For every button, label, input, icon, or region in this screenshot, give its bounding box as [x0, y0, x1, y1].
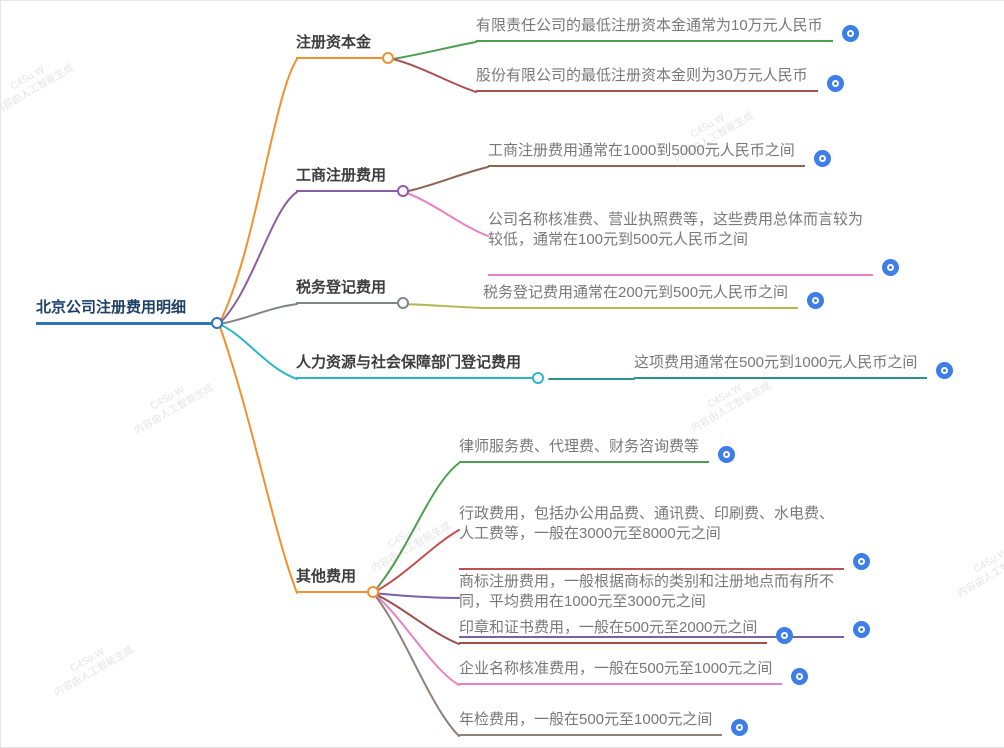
edge-root-topic1 [218, 58, 298, 325]
leaf-text: 印章和证书费用，一般在500元至2000元之间 [459, 619, 758, 636]
ring-icon [858, 558, 866, 565]
leaf-llc-min-capital[interactable]: 有限责任公司的最低注册资本金通常为10万元人民币 [476, 16, 859, 42]
ring-icon [781, 632, 789, 639]
topic-registered-capital[interactable]: 注册资本金 [296, 33, 395, 64]
detail-button[interactable] [718, 446, 736, 463]
topic-label: 注册资本金 [296, 34, 372, 51]
edge-root-topic5 [218, 323, 298, 594]
detail-button[interactable] [826, 75, 844, 92]
leaf-business-reg-range[interactable]: 工商注册费用通常在1000到5000元人民币之间 [488, 141, 831, 167]
detail-button[interactable] [841, 25, 859, 42]
ring-icon [796, 673, 804, 680]
edge-topic5-leaf5 [372, 592, 460, 686]
leaf-jsc-min-capital[interactable]: 股份有限公司的最低注册资本金则为30万元人民币 [476, 66, 844, 92]
edge-root-topic4 [218, 323, 298, 380]
edge-topic2-leaf2 [403, 191, 489, 237]
leaf-seal-cert-fees[interactable]: 印章和证书费用，一般在500元至2000元之间 [459, 618, 794, 644]
edge-topic5-leaf3 [372, 592, 460, 599]
leaf-text: 税务登记费用通常在200元到500元人民币之间 [483, 284, 789, 301]
topic-other-fees[interactable]: 其他费用 [296, 567, 380, 598]
ring-icon [941, 367, 949, 374]
edge-topic5-leaf1 [372, 462, 460, 594]
leaf-text: 这项费用通常在500元到1000元人民币之间 [634, 354, 918, 371]
node-handle[interactable] [211, 317, 224, 329]
edge-root-topic3 [218, 303, 298, 325]
leaf-text: 企业名称核准费用，一般在500元至1000元之间 [459, 660, 773, 677]
node-handle[interactable] [397, 185, 410, 197]
node-handle[interactable] [397, 297, 410, 309]
edge-topic5-leaf6 [372, 592, 460, 737]
edge-topic1-leaf1 [392, 41, 477, 60]
leaf-tax-reg-range[interactable]: 税务登记费用通常在200元到500元人民币之间 [483, 283, 825, 309]
leaf-text: 商标注册费用，一般根据商标的类别和注册地点而有所不 同，平均费用在1000元至3… [459, 573, 835, 610]
detail-button[interactable] [882, 259, 900, 276]
node-handle[interactable] [382, 52, 395, 64]
topic-label: 税务登记费用 [296, 279, 387, 296]
root-node[interactable]: 北京公司注册费用明细 [36, 298, 224, 329]
edge-topic1-leaf2 [392, 58, 477, 93]
ring-icon [831, 80, 839, 87]
topic-hr-social-security-fee[interactable]: 人力资源与社会保障部门登记费用 [296, 353, 545, 384]
detail-button[interactable] [807, 292, 825, 309]
ring-icon [736, 724, 744, 731]
leaf-admin-fees[interactable]: 行政费用，包括办公用品费、通讯费、印刷费、水电费、 人工费等，一般在3000元至… [459, 484, 871, 570]
leaf-text: 工商注册费用通常在1000到5000元人民币之间 [488, 142, 795, 159]
detail-button[interactable] [731, 719, 749, 736]
edge-topic5-leaf4 [372, 592, 460, 645]
node-handle[interactable] [532, 372, 545, 384]
leaf-text: 有限责任公司的最低注册资本金通常为10万元人民币 [476, 17, 823, 34]
topic-label: 人力资源与社会保障部门登记费用 [296, 354, 522, 371]
root-label: 北京公司注册费用明细 [36, 299, 187, 316]
leaf-annual-inspection-fee[interactable]: 年检费用，一般在500元至1000元之间 [459, 710, 749, 736]
detail-button[interactable] [813, 150, 831, 167]
topic-business-registration-fee[interactable]: 工商注册费用 [296, 166, 410, 197]
edge-topic3-leaf1 [403, 303, 484, 309]
ring-icon [887, 264, 895, 271]
topic-label: 其他费用 [296, 568, 357, 585]
ring-icon [846, 30, 854, 37]
ring-icon [818, 155, 826, 162]
ring-icon [723, 451, 731, 458]
leaf-name-approval-fee[interactable]: 企业名称核准费用，一般在500元至1000元之间 [459, 659, 809, 685]
edge-root-topic2 [218, 191, 298, 325]
node-handle[interactable] [367, 586, 380, 598]
edge-topic2-leaf1 [403, 166, 489, 193]
edge-topic5-leaf2 [372, 529, 460, 594]
topic-tax-registration-fee[interactable]: 税务登记费用 [296, 278, 410, 309]
detail-button[interactable] [936, 362, 954, 379]
leaf-hr-fee-range[interactable]: 这项费用通常在500元到1000元人民币之间 [634, 353, 954, 379]
leaf-text: 行政费用，包括办公用品费、通讯费、印刷费、水电费、 人工费等，一般在3000元至… [459, 505, 835, 542]
detail-button[interactable] [791, 668, 809, 685]
ring-icon [858, 626, 866, 633]
leaf-trademark-fees[interactable]: 商标注册费用，一般根据商标的类别和注册地点而有所不 同，平均费用在1000元至3… [459, 552, 871, 638]
leaf-text: 公司名称核准费、营业执照费等，这些费用总体而言较为 较低，通常在100元到500… [488, 211, 864, 248]
detail-button[interactable] [853, 553, 871, 570]
leaf-text: 年检费用，一般在500元至1000元之间 [459, 711, 713, 728]
detail-button[interactable] [853, 621, 871, 638]
detail-button[interactable] [776, 627, 794, 644]
leaf-text: 律师服务费、代理费、财务咨询费等 [459, 438, 700, 455]
leaf-name-approval-license[interactable]: 公司名称核准费、营业执照费等，这些费用总体而言较为 较低，通常在100元到500… [488, 190, 900, 276]
leaf-lawyer-agency-fees[interactable]: 律师服务费、代理费、财务咨询费等 [459, 437, 736, 463]
topic-label: 工商注册费用 [296, 167, 387, 184]
leaf-text: 股份有限公司的最低注册资本金则为30万元人民币 [476, 67, 808, 84]
ring-icon [812, 297, 820, 304]
